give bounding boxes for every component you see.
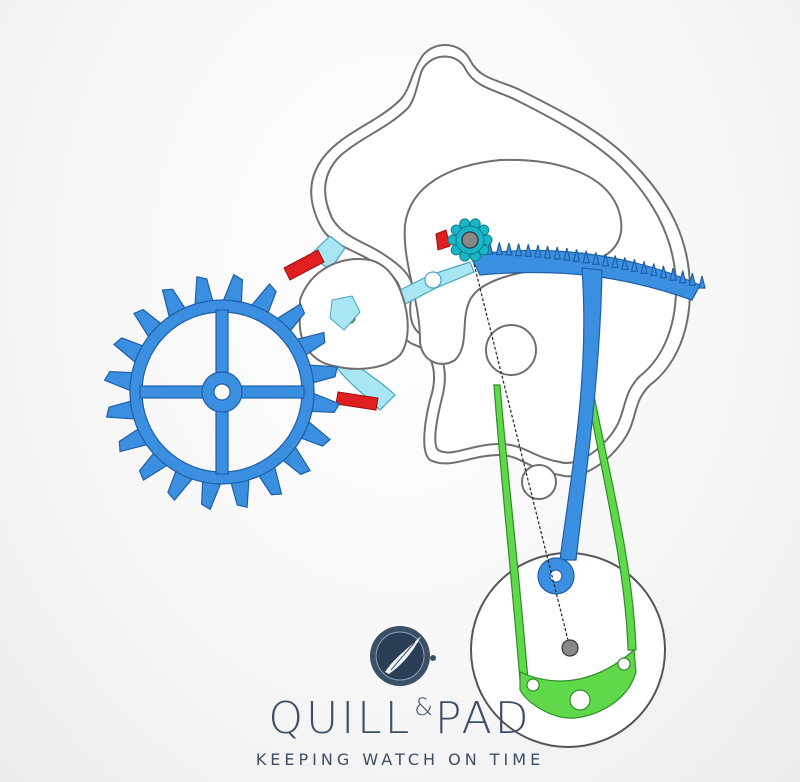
rack-tooth — [640, 261, 648, 274]
rack-lever — [469, 241, 706, 595]
rack-tooth — [688, 273, 697, 286]
rack-tooth — [514, 243, 523, 257]
rack-tooth — [659, 265, 668, 279]
rack-tooth — [669, 268, 677, 281]
brand-word-right: PAD — [434, 693, 532, 744]
pallet-stones — [283, 229, 451, 411]
rack-tooth — [543, 245, 552, 259]
brand-tagline: KEEPING WATCH ON TIME — [255, 750, 545, 769]
rack-tooth — [572, 249, 581, 263]
brand-word-left: QUILL — [268, 693, 413, 744]
rack-tooth — [611, 255, 619, 269]
rack-tooth — [649, 263, 658, 277]
rack-tooth — [601, 253, 610, 267]
rack-tooth — [621, 257, 629, 270]
brand-ampersand: & — [414, 693, 433, 721]
pinion-gear — [447, 218, 493, 262]
rack-tooth — [495, 242, 504, 256]
rack-tooth — [630, 259, 639, 272]
balance-staff — [561, 639, 579, 657]
rack-tooth — [563, 248, 571, 261]
rack-tooth — [592, 252, 600, 265]
quill-pad-logo-icon — [370, 626, 436, 686]
green-spring — [493, 374, 637, 719]
rack-tooth — [553, 246, 561, 260]
rack-tooth — [582, 250, 590, 264]
rack-tooth — [678, 270, 687, 284]
dashed-axis-line — [467, 239, 571, 649]
rack-tooth — [698, 275, 706, 289]
rack-tooth — [534, 244, 542, 258]
rack-tooth — [524, 244, 533, 257]
brand-wordmark: QUILL&PAD — [0, 693, 800, 744]
escape-wheel — [103, 273, 341, 511]
rack-tooth — [505, 242, 513, 256]
pallet-body — [298, 258, 409, 370]
